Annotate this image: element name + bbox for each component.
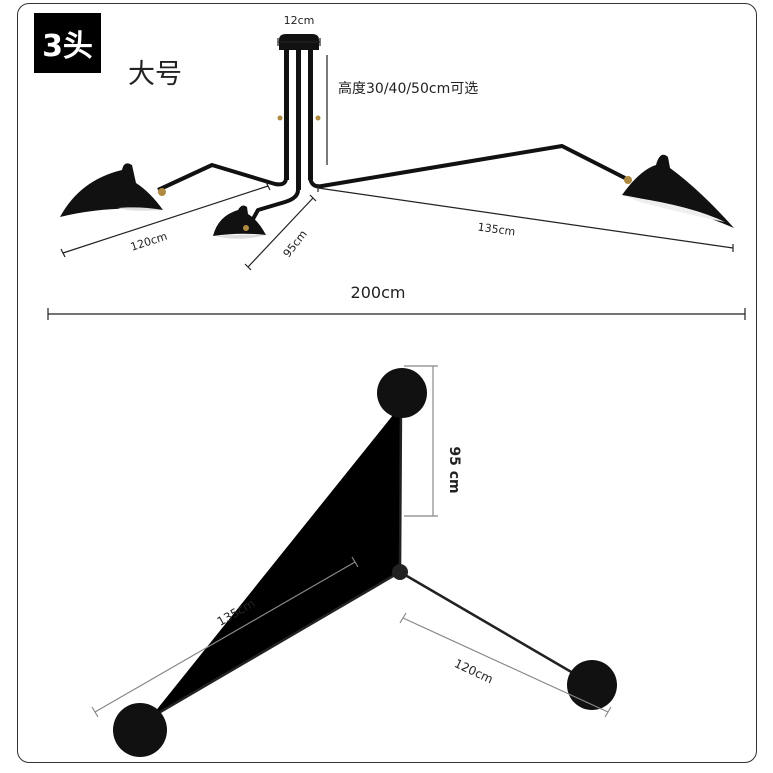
size-label: 大号 (128, 59, 182, 90)
right-arm-dimension (317, 184, 734, 252)
svg-text:12cm: 12cm (284, 14, 315, 27)
canopy-dimension: 12cm (277, 14, 321, 46)
total-width-line (47, 308, 746, 320)
right-shade-plan (567, 660, 617, 710)
left-arm-length: 120cm (129, 230, 169, 254)
left-arm-plan-dimension (91, 556, 359, 718)
right-arm-length: 135cm (477, 220, 516, 238)
total-width: 200cm (351, 283, 406, 302)
right-arm-plan-dimension (399, 612, 612, 718)
plan-view-lamp (113, 368, 617, 757)
side-view-lamp (60, 34, 734, 239)
image-frame (17, 3, 757, 763)
height-note: 高度30/40/50cm可选 (338, 80, 478, 97)
head-count-badge: 3头 (34, 13, 101, 73)
middle-arm-length: 95cm (281, 228, 310, 260)
right-arm-plan-length: 120cm (452, 656, 495, 686)
left-shade-plan (113, 703, 167, 757)
middle-shade (213, 205, 266, 236)
top-arm-length: 95 cm (446, 446, 462, 493)
top-arm-dimension (404, 365, 438, 517)
left-arm-dimension (60, 181, 271, 258)
middle-arm-dimension (244, 194, 317, 271)
left-shade (60, 163, 163, 217)
top-shade (377, 368, 427, 418)
right-shade (622, 154, 734, 228)
